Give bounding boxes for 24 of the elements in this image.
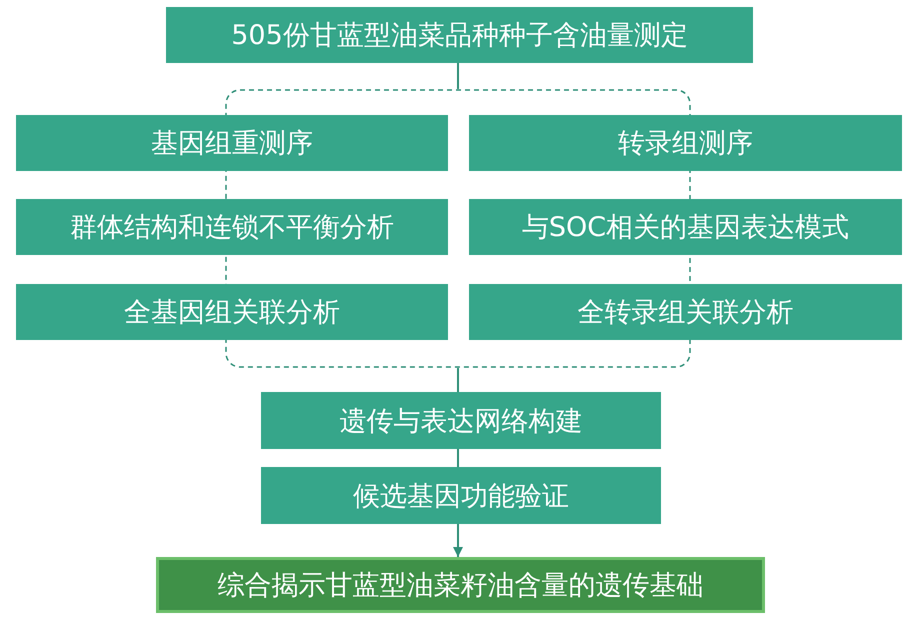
process-box	[16, 115, 448, 171]
step-text: 遗传与表达网络构建	[340, 404, 582, 438]
connector-line	[457, 368, 459, 392]
process-box	[261, 467, 661, 524]
process-box	[469, 115, 902, 171]
process-box	[166, 7, 753, 63]
process-box	[16, 284, 448, 340]
step-text: 全基因组关联分析	[124, 296, 340, 330]
step-text: 505份甘蓝型油菜品种种子含油量测定	[231, 19, 688, 53]
connector-line	[457, 63, 459, 89]
connector-line	[457, 449, 459, 467]
step-text: 综合揭示甘蓝型油菜籽油含量的遗传基础	[218, 569, 704, 603]
step-text: 与SOC相关的基因表达模式	[522, 211, 850, 245]
conclusion-box	[156, 557, 765, 613]
step-text: 基因组重测序	[151, 127, 313, 161]
arrow	[453, 524, 463, 557]
step-text: 全转录组关联分析	[578, 296, 794, 330]
process-box	[261, 392, 661, 449]
step-text: 群体结构和连锁不平衡分析	[70, 211, 394, 245]
step-text: 候选基因功能验证	[353, 480, 569, 514]
step-text: 转录组测序	[618, 127, 753, 161]
process-box	[469, 199, 902, 255]
process-box	[469, 284, 902, 340]
process-box	[16, 199, 448, 255]
